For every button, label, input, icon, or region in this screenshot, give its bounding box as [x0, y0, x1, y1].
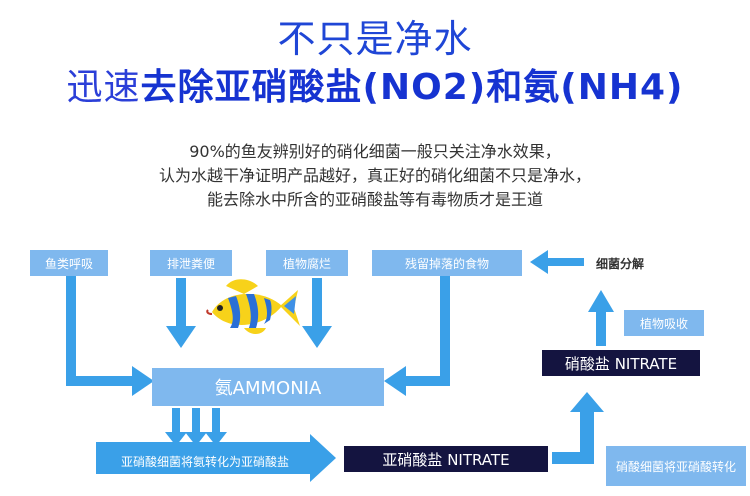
arrow-nitrate-up: [588, 290, 614, 346]
description-line-1: 90%的鱼友辨别好的硝化细菌一般只关注净水效果，: [189, 142, 561, 161]
description-line-3: 能去除水中所含的亚硝酸盐等有毒物质才是王道: [206, 190, 543, 209]
box-fish-breathing: 鱼类呼吸: [30, 250, 108, 276]
arrow-ammonia-2: [185, 408, 207, 446]
arrow-decompose-left: [530, 250, 584, 274]
page-title: 不只是净水: [277, 17, 473, 61]
box-plant-absorb: 植物吸收: [624, 310, 704, 336]
arrow-nitrite-to-nitrate: [552, 392, 604, 464]
box-nitrate-top: 硝酸盐 NITRATE: [542, 350, 700, 376]
box-nitrite-to-nitrate: 硝酸细菌将亚硝酸转化: [606, 446, 746, 486]
box-plant-decay: 植物腐烂: [266, 250, 348, 276]
arrow-leftover-food: [384, 276, 450, 396]
box-ammonia: 氨AMMONIA: [152, 368, 384, 406]
page-subtitle: 迅速去除亚硝酸盐(NO2)和氨(NH4): [0, 58, 750, 110]
arrow-excretion: [166, 278, 196, 348]
arrow-ammonia-3: [205, 408, 227, 446]
box-excretion: 排泄粪便: [150, 250, 232, 276]
fish-illustration: [206, 279, 300, 334]
arrow-plant-decay: [302, 278, 332, 348]
box-nitrite: 亚硝酸盐 NITRATE: [344, 446, 548, 472]
label-ammonia-to-nitrite: 亚硝酸细菌将氨转化为亚硝酸盐: [120, 454, 289, 469]
subtitle-prefix: 迅速: [66, 67, 141, 108]
box-leftover-food: 残留掉落的食物: [372, 250, 522, 276]
arrow-ammonia-1: [165, 408, 187, 446]
arrow-fish-breathing: [66, 276, 154, 396]
subtitle-main: 去除亚硝酸盐(NO2)和氨(NH4): [140, 67, 684, 108]
description: 90%的鱼友辨别好的硝化细菌一般只关注净水效果， 认为水越干净证明产品越好，真正…: [0, 140, 750, 212]
description-line-2: 认为水越干净证明产品越好，真正好的硝化细菌不只是净水，: [158, 166, 591, 185]
label-bacteria-decompose: 细菌分解: [596, 257, 645, 271]
